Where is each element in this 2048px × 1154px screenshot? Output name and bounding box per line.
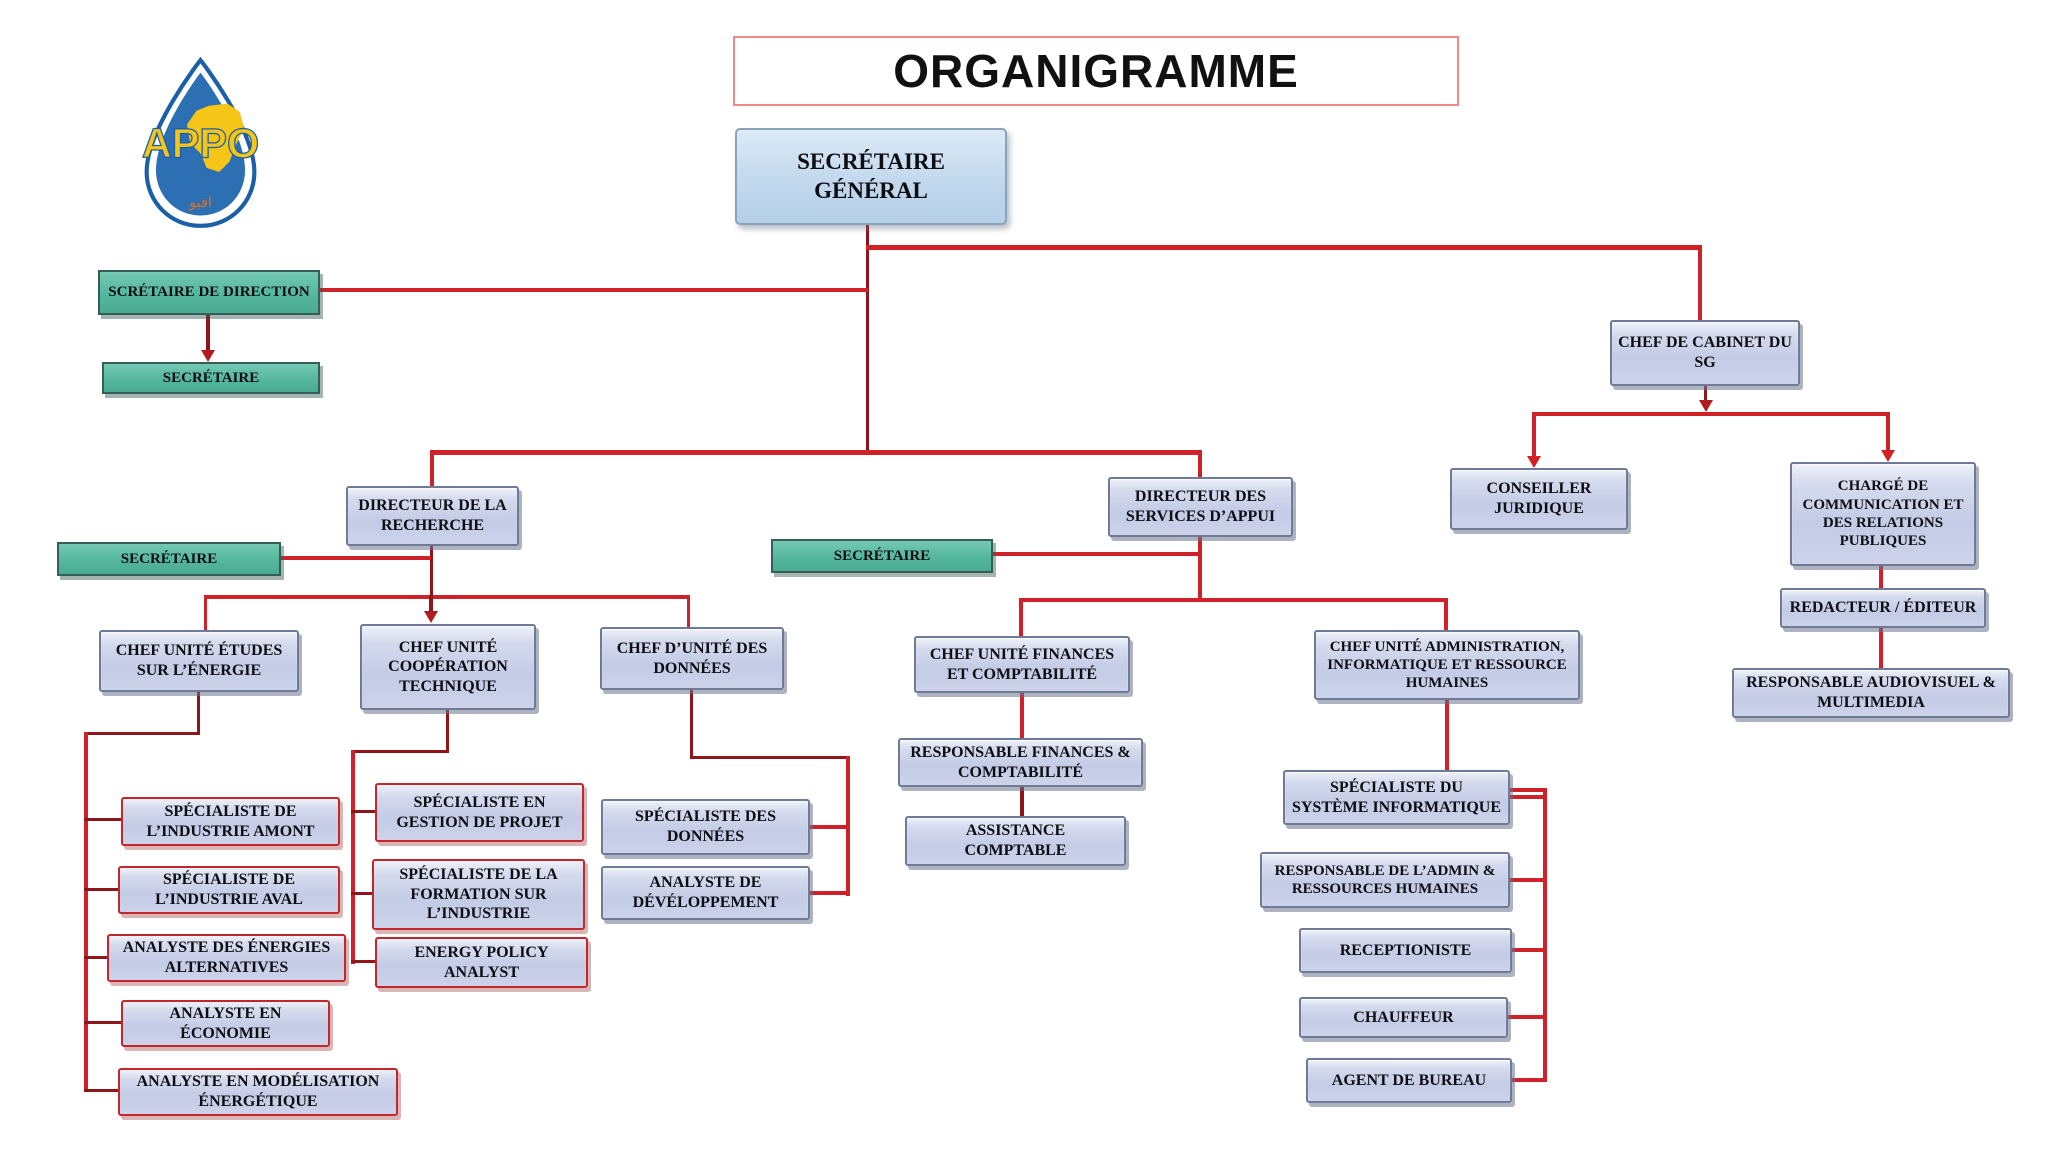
connector-etudes-elbow <box>84 732 198 735</box>
page-title: ORGANIGRAMME <box>733 36 1459 106</box>
node-responsable-finances: RESPONSABLE FINANCES & COMPTABILITÉ <box>898 738 1143 787</box>
connector-to-finances <box>1019 598 1023 636</box>
node-chef-unite-cooperation: CHEF UNITÉ COOPÉRATION TECHNIQUE <box>360 624 536 710</box>
connector-finances-resp <box>1020 693 1024 738</box>
connector-appui-splitter <box>1019 598 1448 602</box>
connector-secretaire2 <box>281 556 431 560</box>
connector-etudes-stem <box>197 692 200 735</box>
connector-to-comm <box>1886 412 1890 450</box>
connector-recherche-splitter <box>204 595 690 599</box>
node-secretaire-3: SECRÉTAIRE <box>771 539 993 573</box>
connector-sg-trunk <box>866 225 869 452</box>
connector-to-etudes <box>204 595 207 630</box>
connector-coop-elbow <box>351 750 447 753</box>
connector-to-appui <box>1198 450 1202 479</box>
connector-appui-stem <box>1198 537 1202 600</box>
node-receptioniste: RECEPTIONISTE <box>1299 928 1512 973</box>
connector-comm-redacteur <box>1879 566 1883 588</box>
node-specialiste-gestion-projet: SPÉCIALISTE EN GESTION DE PROJET <box>375 783 584 842</box>
node-specialiste-donnees: SPÉCIALISTE DES DONNÉES <box>601 799 810 855</box>
stub-spec-amont <box>84 818 122 821</box>
connector-coop-stem <box>446 710 449 753</box>
node-responsable-audiovisuel: RESPONSABLE AUDIOVISUEL & MULTIMEDIA <box>1732 668 2010 718</box>
stub-analyste-economie <box>84 1021 122 1024</box>
connector-to-recherche <box>430 450 434 488</box>
connector-to-donnees <box>687 595 690 627</box>
node-chef-unite-administration: CHEF UNITÉ ADMINISTRATION, INFORMATIQUE … <box>1314 630 1580 700</box>
stub-spec-aval <box>84 888 119 891</box>
appo-acronym: APPO <box>142 121 259 167</box>
node-charge-communication: CHARGÉ DE COMMUNICATION ET DES RELATIONS… <box>1790 462 1976 566</box>
node-chef-unite-etudes: CHEF UNITÉ ÉTUDES SUR L’ÉNERGIE <box>99 630 299 692</box>
connector-secretaire3 <box>993 552 1200 556</box>
node-redacteur-editeur: REDACTEUR / ÉDITEUR <box>1780 588 1986 628</box>
connector-redacteur-audio <box>1879 628 1883 668</box>
node-specialiste-formation: SPÉCIALISTE DE LA FORMATION SUR L’INDUST… <box>372 859 585 930</box>
stub-agent-bureau <box>1512 1078 1543 1082</box>
connector-donnees-stem <box>690 690 693 758</box>
node-chauffeur: CHAUFFEUR <box>1299 997 1508 1038</box>
node-analyste-economie: ANALYSTE EN ÉCONOMIE <box>121 1000 330 1047</box>
connector-recherche-stem <box>430 546 433 597</box>
node-secretaire-2: SECRÉTAIRE <box>57 542 281 576</box>
connector-etudes-spine <box>84 732 88 1092</box>
connector-sg-secdirection <box>320 288 868 292</box>
arrow-down-comm <box>1881 450 1895 462</box>
stub-analyste-modelisation <box>84 1089 119 1092</box>
appo-subtext: افبو <box>188 195 212 211</box>
connector-to-cooperation <box>429 595 433 613</box>
node-chef-de-cabinet: CHEF DE CABINET DU SG <box>1610 320 1800 386</box>
node-energy-policy-analyst: ENERGY POLICY ANALYST <box>375 937 588 988</box>
stub-receptioniste <box>1512 948 1543 952</box>
connector-donnees-spine <box>846 756 850 896</box>
node-directeur-services-appui: DIRECTEUR DES SERVICES D’APPUI <box>1108 477 1293 537</box>
node-specialiste-systeme-informatique: SPÉCIALISTE DU SYSTÈME INFORMATIQUE <box>1283 770 1510 825</box>
node-agent-de-bureau: AGENT DE BUREAU <box>1306 1058 1512 1103</box>
appo-drop-icon: APPO افبو <box>141 56 260 228</box>
stub-spec-gestion <box>351 810 376 813</box>
connector-secdirection-secretaire <box>206 315 210 352</box>
stub-spec-info <box>1510 795 1543 799</box>
node-analyste-developpement: ANALYSTE DE DÉVÉLOPPEMENT <box>601 866 810 920</box>
node-conseiller-juridique: CONSEILLER JURIDIQUE <box>1450 468 1628 530</box>
arrow-down-conseiller <box>1527 456 1541 468</box>
connector-cabinet-stem <box>1704 386 1707 402</box>
stub-chauffeur <box>1508 1015 1543 1019</box>
connector-admin-stem <box>1445 700 1449 792</box>
node-secretaire-1: SECRÉTAIRE <box>102 362 320 394</box>
arrow-down-cooperation <box>424 611 438 623</box>
node-assistance-comptable: ASSISTANCE COMPTABLE <box>905 816 1126 866</box>
connector-sg-cabinet-h <box>866 245 1702 250</box>
node-secretaire-de-direction: SCRÉTAIRE DE DIRECTION <box>98 270 320 315</box>
node-analyste-energies-alternatives: ANALYSTE DES ÉNERGIES ALTERNATIVES <box>107 934 346 982</box>
stub-spec-donnees <box>810 825 846 829</box>
node-specialiste-industrie-aval: SPÉCIALISTE DE L’INDUSTRIE AVAL <box>118 866 340 914</box>
stub-spec-formation <box>351 892 373 895</box>
connector-to-conseiller <box>1532 412 1536 456</box>
stub-energy-policy <box>351 960 376 963</box>
node-directeur-recherche: DIRECTEUR DE LA RECHERCHE <box>346 486 519 546</box>
connector-donnees-elbow <box>690 756 850 759</box>
connector-resp-assistance <box>1020 787 1024 816</box>
arrow-down-cabinet <box>1699 400 1713 412</box>
stub-resp-admin <box>1510 878 1543 882</box>
appo-logo: APPO افبو <box>128 48 273 243</box>
node-analyste-modelisation: ANALYSTE EN MODÉLISATION ÉNERGÉTIQUE <box>118 1068 398 1116</box>
node-secretaire-general: SECRÉTAIRE GÉNÉRAL <box>735 128 1007 225</box>
connector-coop-spine <box>351 750 355 964</box>
stub-analyste-energies <box>84 956 108 959</box>
arrow-down-secretaire <box>201 350 215 362</box>
node-chef-unite-finances: CHEF UNITÉ FINANCES ET COMPTABILITÉ <box>914 636 1130 693</box>
node-chef-unite-donnees: CHEF D’UNITÉ DES DONNÉES <box>600 627 784 690</box>
node-responsable-admin-rh: RESPONSABLE DE L’ADMIN & RESSOURCES HUMA… <box>1260 852 1510 908</box>
stub-analyste-dev <box>810 891 846 895</box>
connector-admin-spine <box>1543 788 1547 1082</box>
connector-cabinet-bracket <box>1532 412 1890 416</box>
connector-sg-cabinet-v <box>1698 245 1702 322</box>
connector-to-admin <box>1444 598 1448 630</box>
connector-directors-splitter <box>430 450 1202 455</box>
node-specialiste-industrie-amont: SPÉCIALISTE DE L’INDUSTRIE AMONT <box>121 797 340 846</box>
